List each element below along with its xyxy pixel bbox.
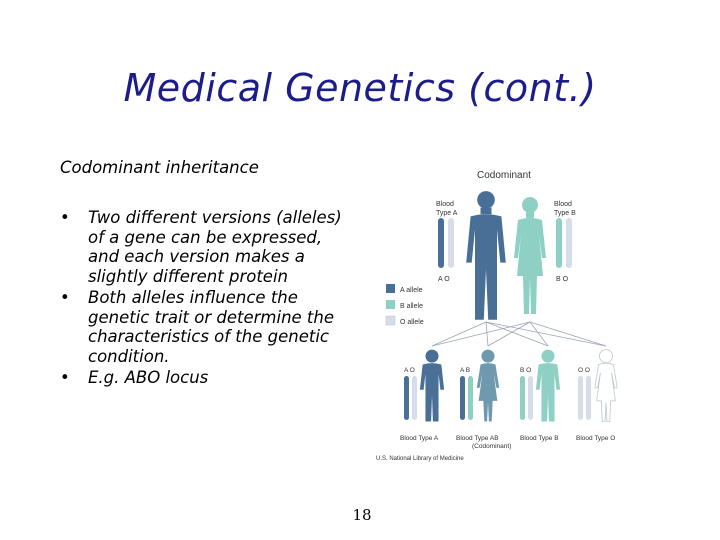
parent-a-label-2: Type A [436, 210, 458, 217]
child-1-figure [419, 349, 445, 422]
inheritance-line-0-2 [485, 321, 549, 347]
inheritance-line-1-3 [529, 321, 607, 347]
image-credit: U.S. National Library of Medicine [376, 456, 464, 462]
parent-a-label-1: Blood [436, 201, 454, 208]
inheritance-line-1-1 [487, 321, 531, 347]
bullet-item: • Two different versions (alleles) of a … [60, 208, 350, 286]
slide-subtitle: Codominant inheritance [60, 158, 259, 177]
legend-label-a: A allele [400, 287, 423, 294]
mother-figure [514, 197, 546, 314]
bullet-item: • Both alleles influence the genetic trai… [60, 288, 350, 366]
diagram-svg: Codominant Blood Type A Blood Type B A O… [376, 170, 618, 462]
parent-a-alleles: A O [438, 276, 450, 283]
parent-b-label-1: Blood [554, 201, 572, 208]
bullet-text: Two different versions (alleles) of a ge… [88, 208, 342, 286]
child-1-chromosomes [404, 376, 417, 420]
child-4-alleles: O O [578, 367, 590, 374]
parent-a-chromosomes [438, 218, 454, 268]
child-1-label: Blood Type A [400, 435, 439, 442]
legend-swatch-a [386, 284, 395, 293]
child-3-alleles: B O [520, 367, 531, 374]
parent-b-label-2: Type B [554, 210, 576, 217]
inheritance-line-0-1 [485, 321, 489, 347]
child-2-chromosomes [460, 376, 473, 420]
inheritance-line-0-3 [485, 321, 607, 347]
child-2-note: (Codominant) [472, 443, 511, 450]
child-3-figure [535, 349, 561, 422]
bullet-marker: • [60, 208, 70, 227]
codominant-diagram: Codominant Blood Type A Blood Type B A O… [370, 160, 640, 466]
bullet-item: • E.g. ABO locus [60, 368, 350, 388]
parent-b-alleles: B O [556, 276, 569, 283]
child-2-alleles: A B [460, 367, 470, 374]
child-2-label: Blood Type AB [456, 435, 499, 442]
inheritance-line-1-2 [529, 321, 549, 347]
inheritance-lines [431, 321, 607, 347]
bullet-marker: • [60, 288, 70, 307]
allele-legend: A allele B allele O allele [385, 284, 424, 326]
child-4-label: Blood Type O [576, 435, 615, 442]
child-1-alleles: A O [404, 367, 415, 374]
child-4-figure [594, 349, 618, 422]
child-4-chromosomes [578, 376, 591, 420]
bullet-list: • Two different versions (alleles) of a … [60, 208, 350, 390]
bullet-text: E.g. ABO locus [88, 368, 209, 387]
page-number: 18 [352, 506, 372, 524]
father-figure [466, 191, 506, 320]
bullet-marker: • [60, 368, 70, 387]
legend-swatch-b [386, 300, 395, 309]
inheritance-line-0-0 [431, 321, 487, 347]
diagram-heading: Codominant [477, 170, 531, 181]
child-3-chromosomes [520, 376, 533, 420]
parent-b-chromosomes [556, 218, 572, 268]
legend-label-o: O allele [400, 319, 424, 326]
slide-title: Medical Genetics (cont.) [123, 66, 597, 110]
legend-label-b: B allele [400, 303, 423, 310]
child-2-figure [476, 349, 500, 422]
bullet-text: Both alleles influence the genetic trait… [88, 288, 335, 366]
child-3-label: Blood Type B [520, 435, 559, 442]
inheritance-line-1-0 [431, 321, 531, 347]
legend-swatch-o [385, 315, 396, 326]
